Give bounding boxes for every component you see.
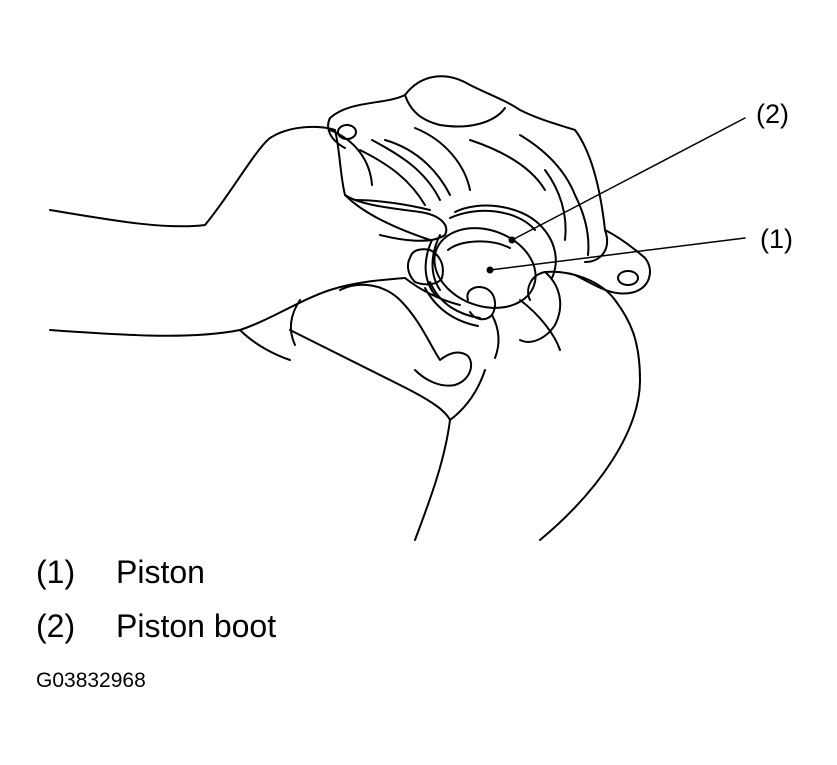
legend-text: Piston bbox=[116, 554, 205, 590]
leader-line-2 bbox=[512, 118, 745, 240]
left-hand bbox=[50, 127, 460, 336]
right-hand bbox=[240, 272, 640, 540]
legend-number: (2) bbox=[36, 608, 76, 644]
callout-1-label: (1) bbox=[760, 224, 793, 254]
legend-item-piston: (1) Piston bbox=[36, 556, 205, 588]
leader-dot-1 bbox=[488, 268, 493, 273]
leader-line-1 bbox=[490, 238, 745, 270]
legend-number: (1) bbox=[36, 554, 76, 590]
caliper-body bbox=[328, 76, 650, 296]
figure-id: G03832968 bbox=[36, 669, 146, 692]
legend-text: Piston boot bbox=[116, 608, 277, 644]
leader-dot-2 bbox=[510, 238, 515, 243]
brake-caliper-illustration bbox=[0, 0, 837, 560]
callout-2-label: (2) bbox=[756, 99, 789, 129]
legend-item-piston-boot: (2) Piston boot bbox=[36, 610, 276, 642]
